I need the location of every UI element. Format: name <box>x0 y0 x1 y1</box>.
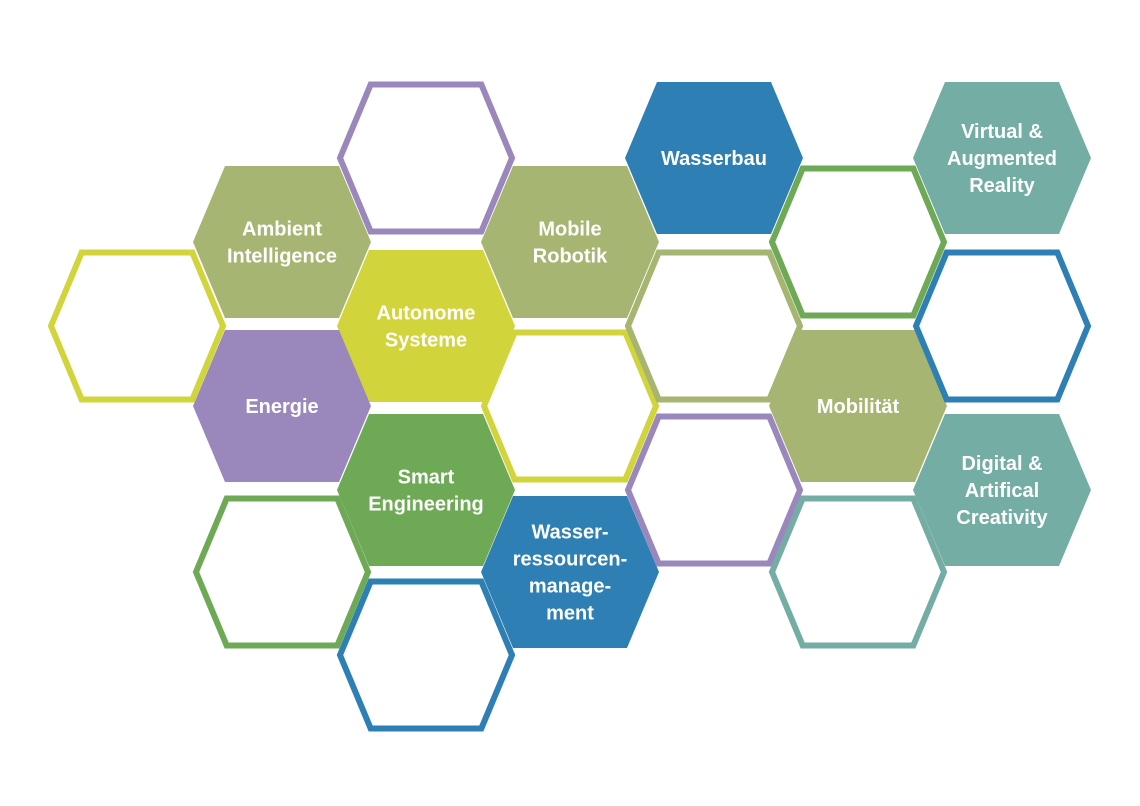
hexagon-label: Wasser-ressourcen-manage-ment <box>513 522 628 625</box>
hexagon-fill <box>481 166 659 318</box>
hexagon-fill <box>337 414 515 566</box>
hexagon-outline-left <box>47 249 227 403</box>
hexagon-label-line: Intelligence <box>227 246 337 268</box>
hexagon-label-line: Wasserbau <box>661 148 767 170</box>
hexagon-fill <box>481 496 659 648</box>
hexagon-outline-center <box>480 329 660 483</box>
hexagon-outline <box>47 249 227 403</box>
hexagon-fill <box>913 82 1091 234</box>
hexagon-label-line: Systeme <box>385 330 467 352</box>
hexagon-label-line: Digital & <box>961 453 1042 475</box>
hexagon-label-line: Wasser- <box>531 522 608 544</box>
hexagon-label-line: Creativity <box>956 507 1048 529</box>
hexagon-fill <box>193 166 371 318</box>
hexagon-outline <box>624 413 804 567</box>
hexagon-label-line: manage- <box>529 576 611 598</box>
hexagon-outline <box>336 578 516 732</box>
hexagon-fill <box>625 82 803 234</box>
hexagon-fill <box>337 250 515 402</box>
hexagon-label-line: Mobile <box>538 219 601 241</box>
hexagon-label: Energie <box>245 396 318 418</box>
hexagon-label-line: Robotik <box>533 246 608 268</box>
hexagon-label: Mobilität <box>817 396 900 418</box>
hexagon-outline-bottom <box>336 578 516 732</box>
hexagon-label-line: Mobilität <box>817 396 900 418</box>
hexagon-label-line: Autonome <box>377 303 476 325</box>
hexagon-outline <box>192 495 372 649</box>
hexagon-label-line: Ambient <box>242 219 322 241</box>
hexagon-label-line: ressourcen- <box>513 549 628 571</box>
hexagon-label-line: ment <box>546 603 594 625</box>
hexagon-outline-lower-right <box>768 495 948 649</box>
hexagon-label-line: Engineering <box>368 494 484 516</box>
hexagon-label-line: Virtual & <box>961 121 1043 143</box>
hexagon-outline <box>480 329 660 483</box>
hexagon-label-line: Augmented <box>947 148 1057 170</box>
hexagon-outline <box>336 81 516 235</box>
hexagon-fill <box>769 330 947 482</box>
hexagon-outline-mid <box>624 249 804 403</box>
hexagon-energie: Energie <box>193 330 371 482</box>
hexagon-wasserressourcenmanagement: Wasser-ressourcen-manage-ment <box>481 496 659 648</box>
hexagon-outline <box>912 249 1092 403</box>
hexagon-fill <box>193 330 371 482</box>
hexagon-outline <box>768 495 948 649</box>
hexagon-outline-bottom-left <box>192 495 372 649</box>
hexagon-outline-lower-mid <box>624 413 804 567</box>
hexagon-outline-upper-right <box>768 165 948 319</box>
hexagon-mobilitaet: Mobilität <box>769 330 947 482</box>
hexagon-label-line: Reality <box>969 175 1035 197</box>
hexagon-fill <box>913 414 1091 566</box>
hexagon-outline <box>768 165 948 319</box>
hexagon-label-line: Smart <box>398 467 455 489</box>
hexagon-label-line: Energie <box>245 396 318 418</box>
hexagon-label: Wasserbau <box>661 148 767 170</box>
hexagon-outline <box>624 249 804 403</box>
hexagon-wasserbau: Wasserbau <box>625 82 803 234</box>
hexagon-outline-top <box>336 81 516 235</box>
hexagon-label-line: Artifical <box>965 480 1039 502</box>
hexagon-outline-right <box>912 249 1092 403</box>
